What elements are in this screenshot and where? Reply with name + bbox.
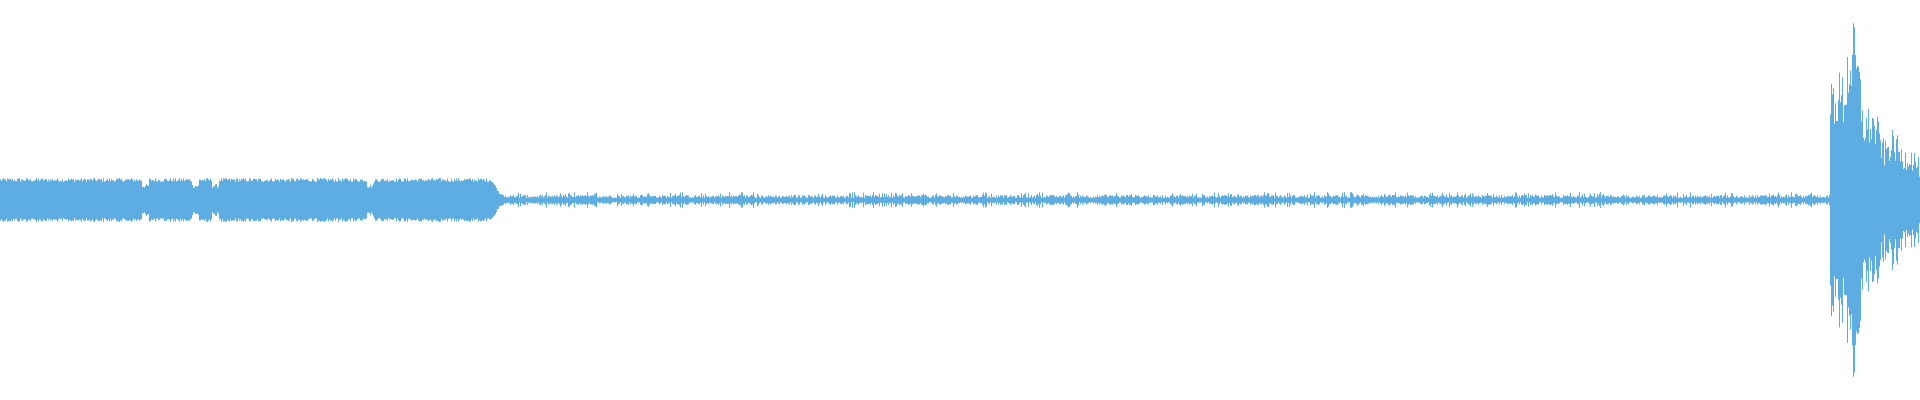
- waveform-samples: [0, 23, 1920, 377]
